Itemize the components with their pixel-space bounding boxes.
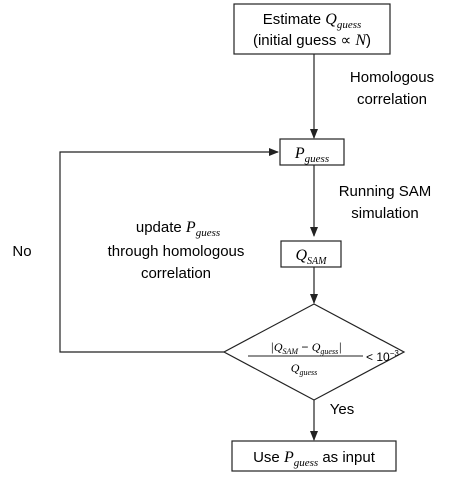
pguess-box: Pguess — [279, 138, 345, 166]
estimate-line2: (initial guess ∝ N) — [253, 32, 371, 49]
use-input-label: Use Pguess as input — [253, 449, 376, 469]
running-label-line2: simulation — [351, 205, 419, 222]
pguess-label: Pguess — [294, 145, 329, 165]
no-label: No — [12, 243, 31, 260]
homologous-label-line2: correlation — [357, 91, 427, 108]
update-label-line2: through homologous — [108, 243, 245, 260]
running-label-line1: Running SAM — [339, 183, 432, 200]
yes-label: Yes — [330, 401, 354, 418]
arrow-no-loop — [59, 148, 279, 353]
use-input-box-border — [231, 440, 397, 472]
update-label-line3: correlation — [141, 265, 211, 282]
decision-denominator: Qguess — [291, 361, 317, 377]
qsam-box: QSAM — [280, 240, 342, 268]
estimate-box: Estimate Qguess (initial guess ∝ N) — [233, 3, 391, 55]
decision-numerator: |QSAM − Qguess| — [270, 339, 342, 356]
use-input-box: Use Pguess as input — [231, 440, 397, 472]
estimate-box-border — [233, 3, 391, 55]
qsam-label: QSAM — [295, 247, 327, 267]
qsam-box-border — [280, 240, 342, 268]
estimate-line1: Estimate Qguess — [263, 11, 362, 31]
homologous-label-line1: Homologous — [350, 69, 434, 86]
decision-threshold: < 10−3 — [366, 349, 399, 364]
decision-diamond: |QSAM − Qguess| Qguess < 10−3 — [222, 303, 406, 401]
update-label-line1: update Pguess — [136, 219, 220, 239]
pguess-box-border — [279, 138, 345, 166]
